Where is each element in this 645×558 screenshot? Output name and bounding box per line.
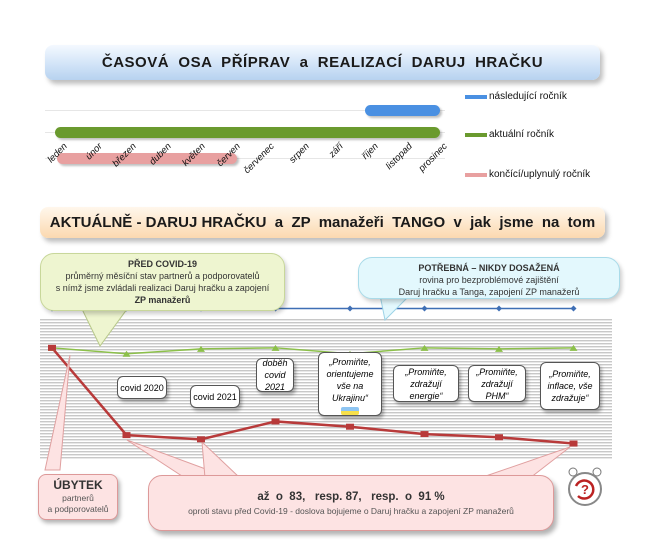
needed-text: Daruj hračku a Tanga, zapojení ZP manaže…: [398, 287, 580, 297]
data-point: [421, 305, 428, 312]
needed-level-callout: POTŘEBNÁ – NIKDY DOSAŽENÁ rovina pro bez…: [358, 257, 620, 299]
callout-fuel: „Promiňte, zdražují PHM“: [468, 365, 526, 402]
summary-text: oproti stavu před Covid-19 - doslova boj…: [188, 505, 514, 516]
series-line-1: [51, 347, 574, 355]
data-point: [48, 344, 56, 351]
previous-year-bar: [57, 153, 237, 164]
callout-covid-2020: covid 2020: [117, 376, 167, 399]
data-point: [197, 436, 205, 443]
callout-covid-2021: covid 2021: [190, 385, 240, 408]
legend-swatch: [465, 132, 487, 137]
data-point: [495, 434, 503, 441]
summary-pointer: [479, 446, 571, 479]
legend-swatch: [465, 172, 487, 177]
data-point: [496, 305, 502, 312]
legend-next: následující ročník: [465, 91, 567, 102]
data-point: [495, 345, 503, 352]
loss-text: partnerů: [62, 493, 94, 503]
pre-covid-text: s nímž jsme zvládali realizaci Daruj hra…: [55, 283, 270, 293]
loss-heading: ÚBYTEK: [53, 478, 103, 492]
current-year-bar: [55, 127, 440, 138]
data-point: [569, 440, 578, 447]
loss-pointer: [44, 354, 71, 471]
ukraine-flag-icon: [341, 407, 359, 415]
status-title: AKTUÁLNĚ - DARUJ HRAČKU a ZP manažeři TA…: [40, 207, 605, 238]
legend-label: končící/uplynulý ročník: [489, 169, 591, 180]
summary-headline: až o 83, resp. 87, resp. o 91 %: [257, 490, 445, 503]
gridline: [45, 110, 445, 111]
legend-current: aktuální ročník: [465, 129, 554, 140]
legend-swatch: [465, 94, 487, 99]
summary-callout: až o 83, resp. 87, resp. o 91 % oproti s…: [148, 475, 554, 531]
data-point: [569, 344, 578, 351]
data-point: [197, 345, 205, 352]
data-point: [271, 344, 280, 351]
callout-ukraine: „Promiňte, orientujeme vše na Ukrajinu“: [318, 352, 382, 416]
callout-energy: „Promiňte, zdražují energie“: [393, 365, 459, 402]
svg-text:?: ?: [581, 482, 589, 497]
callout-covid-end: doběh covid 2021: [256, 358, 294, 392]
pre-covid-pointer: [79, 304, 131, 347]
pre-covid-heading: PŘED COVID-19: [127, 259, 198, 269]
gridline: [45, 158, 445, 159]
callout-ukraine-text: „Promiňte, orientujeme vše na Ukrajinu“: [326, 357, 374, 403]
alarm-clock-icon: ?: [568, 467, 602, 506]
legend-label: následující ročník: [489, 91, 567, 102]
pre-covid-text: ZP manažerů: [134, 295, 191, 305]
data-point: [347, 305, 353, 312]
data-point: [122, 432, 131, 439]
legend-previous: končící/uplynulý ročník: [465, 169, 590, 180]
legend-label: aktuální ročník: [489, 129, 555, 140]
needed-text: rovina pro bezproblémové zajištění: [419, 275, 559, 285]
needed-heading: POTŘEBNÁ – NIKDY DOSAŽENÁ: [418, 263, 560, 273]
pre-covid-text: průměrný měsíční stav partnerů a podporo…: [65, 271, 260, 281]
data-point: [271, 418, 280, 425]
summary-pointer: [201, 440, 242, 479]
next-year-bar: [365, 105, 440, 116]
loss-text: a podporovatelů: [47, 504, 109, 514]
timeline-title: ČASOVÁ OSA PŘÍPRAV a REALIZACÍ DARUJ HRA…: [45, 45, 600, 80]
data-point: [420, 431, 429, 438]
data-point: [122, 350, 131, 357]
series-line-2: [51, 347, 574, 445]
data-point: [570, 305, 577, 312]
data-point: [346, 423, 354, 430]
pre-covid-callout: PŘED COVID-19 průměrný měsíční stav part…: [40, 253, 285, 311]
loss-callout: ÚBYTEK partnerů a podporovatelů: [38, 474, 118, 520]
callout-inflation: „Promiňte, inflace, vše zdražuje“: [540, 362, 600, 410]
data-point: [420, 344, 429, 351]
